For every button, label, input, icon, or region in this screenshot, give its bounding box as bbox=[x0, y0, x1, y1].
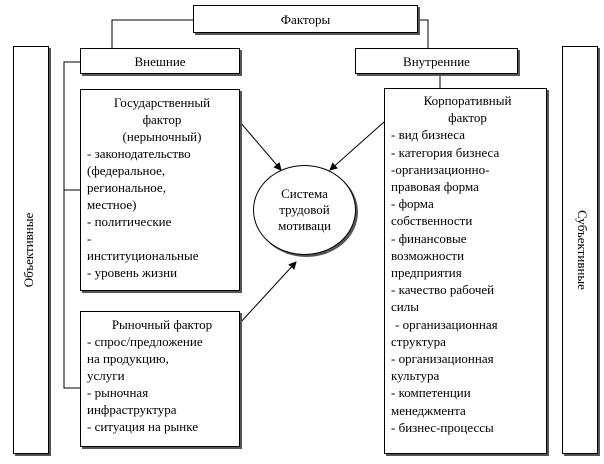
external-box: Внешние bbox=[80, 48, 240, 74]
market-factor-line: - рыночная bbox=[87, 385, 149, 400]
center-line: Система bbox=[281, 186, 328, 201]
state-factor-line: фактор bbox=[142, 112, 182, 127]
corporate-factor-line: правовая форма bbox=[391, 179, 479, 195]
external-label: Внешние bbox=[134, 53, 186, 69]
internal-box: Внутренние bbox=[355, 48, 518, 74]
arrow-state-to-center bbox=[239, 121, 282, 171]
factors-box: Факторы bbox=[193, 5, 418, 33]
objective-box bbox=[13, 46, 49, 454]
corporate-factor-line: - финансовые bbox=[391, 230, 467, 246]
objective-label: Объективные bbox=[21, 212, 36, 288]
market-factor-line: инфраструктура bbox=[87, 402, 177, 417]
market-factor-line: Рыночный фактор bbox=[111, 317, 213, 332]
center-line: мотиваци bbox=[278, 218, 331, 233]
connector-external-bracket bbox=[63, 61, 80, 389]
corporate-factor-line: Корпоративный bbox=[423, 93, 512, 108]
state-factor-line: (федеральное, bbox=[87, 163, 166, 178]
connector-top-to-internal bbox=[418, 19, 429, 50]
state-factor-line: местное) bbox=[87, 197, 137, 212]
corporate-factor-line: - качество рабочей bbox=[391, 282, 495, 298]
state-factor-line: Государственный bbox=[113, 95, 211, 110]
market-factor-line: услуги bbox=[87, 368, 125, 383]
state-factor-line: - политические bbox=[87, 214, 172, 229]
center-line: трудовой bbox=[279, 202, 330, 217]
corporate-factor-line: культура bbox=[391, 368, 440, 384]
corporate-factor-line: собственности bbox=[391, 213, 473, 229]
state-factor-line: институциональные bbox=[87, 248, 199, 263]
corporate-factor-line: - компетенции bbox=[391, 385, 471, 401]
corporate-factor-box: Корпоративный фактор - вид бизнеса - кат… bbox=[384, 88, 547, 454]
corporate-factor-line: - форма bbox=[391, 196, 434, 212]
market-factor-line: - ситуация на рынке bbox=[87, 419, 198, 434]
state-factor-line: региональное, bbox=[87, 180, 166, 195]
state-factor-line: - bbox=[87, 231, 92, 246]
corporate-factor-line: - организационная bbox=[395, 316, 498, 332]
corporate-factor-line: фактор bbox=[448, 110, 487, 126]
corporate-factor-line: предприятия bbox=[391, 265, 462, 281]
corporate-factor-line: возможности bbox=[391, 247, 465, 263]
state-factor-line: (нерыночный) bbox=[122, 129, 202, 144]
corporate-factor-line: - бизнес-процессы bbox=[391, 419, 494, 435]
subjective-box bbox=[562, 46, 598, 454]
center-ellipse: Система трудовой мотиваци bbox=[253, 165, 356, 255]
corporate-factor-line: -организационно- bbox=[391, 161, 490, 177]
subjective-label: Субъективные bbox=[575, 210, 590, 290]
internal-label: Внутренние bbox=[403, 53, 470, 69]
corporate-factor-line: силы bbox=[391, 299, 419, 315]
state-factor-line: - уровень жизни bbox=[87, 265, 178, 280]
arrow-market-to-center bbox=[239, 261, 297, 324]
market-factor-box: Рыночный фактор - спрос/предложение на п… bbox=[80, 311, 240, 447]
corporate-factor-line: - вид бизнеса bbox=[391, 127, 465, 143]
corporate-factor-line: структура bbox=[391, 333, 446, 349]
state-factor-line: - законодательство bbox=[87, 146, 191, 161]
corporate-factor-line: менеджмента bbox=[391, 402, 466, 418]
connector-top-to-external bbox=[111, 19, 193, 50]
market-factor-line: - спрос/предложение bbox=[87, 334, 203, 349]
market-factor-line: на продукцию, bbox=[87, 351, 169, 366]
arrow-corporate-to-center bbox=[329, 121, 385, 171]
factors-label: Факторы bbox=[280, 11, 331, 27]
corporate-factor-line: - организационная bbox=[391, 351, 494, 367]
corporate-factor-line: - категория бизнеса bbox=[391, 144, 500, 160]
state-factor-box: Государственный фактор (нерыночный) - за… bbox=[80, 89, 240, 291]
